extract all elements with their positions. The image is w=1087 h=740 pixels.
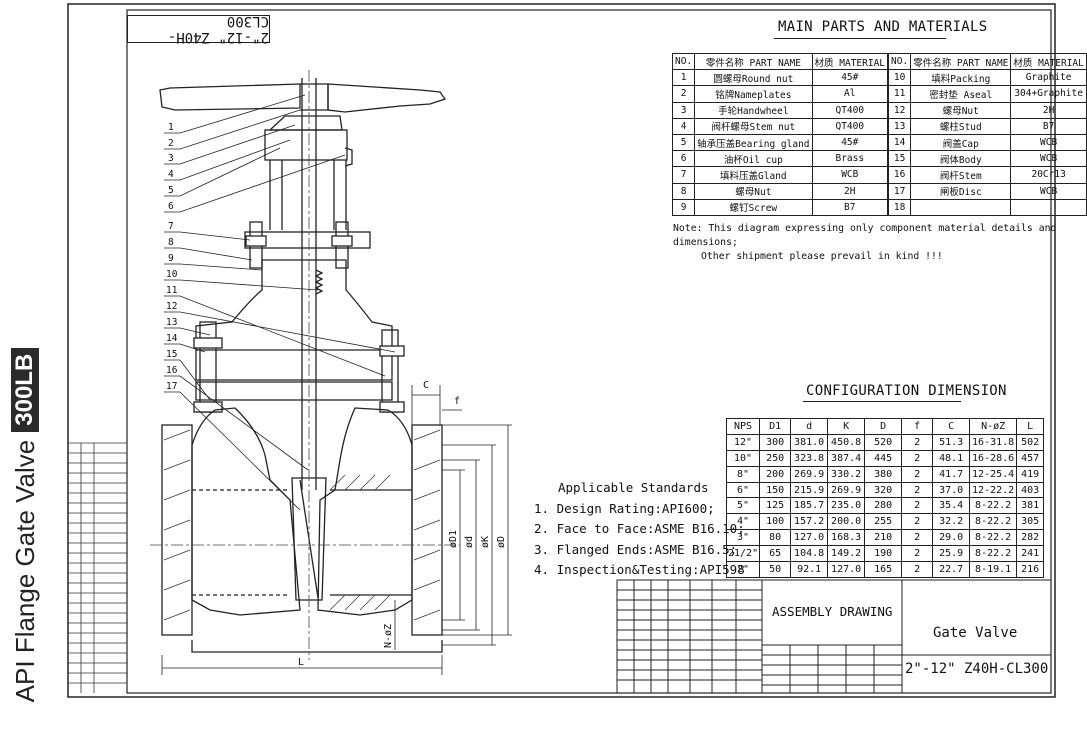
note-text: Note: This diagram expressing only compo… bbox=[673, 222, 1060, 264]
drawing-code-text: 2"-12" Z40H-CL300 bbox=[167, 13, 269, 45]
body-right bbox=[317, 407, 413, 616]
dim-nz-label: N-øZ bbox=[383, 624, 394, 648]
body-left bbox=[191, 407, 301, 616]
outer-border bbox=[67, 3, 1056, 698]
config-table-title: CONFIGURATION DIMENSION bbox=[806, 383, 1007, 399]
dim-f-label: f bbox=[454, 396, 460, 407]
callout-6: 6 bbox=[168, 201, 174, 212]
dim-d-label: ød bbox=[464, 536, 475, 548]
standard-item: 1. Design Rating:API600; bbox=[534, 500, 715, 516]
margin-grid bbox=[68, 442, 127, 693]
handwheel-right bbox=[327, 83, 447, 113]
callout-16: 16 bbox=[166, 365, 178, 376]
dim-d1-label: øD1 bbox=[448, 530, 459, 548]
stem-nut-housing bbox=[268, 115, 343, 131]
callout-14: 14 bbox=[166, 333, 178, 344]
callout-2: 2 bbox=[168, 138, 174, 149]
dimension-lines bbox=[161, 385, 512, 675]
valve-assembly bbox=[159, 78, 447, 653]
callout-17: 17 bbox=[166, 381, 177, 392]
callout-13: 13 bbox=[166, 317, 177, 328]
callout-7: 7 bbox=[168, 221, 174, 232]
callout-9: 9 bbox=[168, 253, 174, 264]
parts-header-row: NO. 零件名称 PART NAME 材质 MATERIAL NO. 零件名称 … bbox=[671, 52, 1087, 71]
parts-title-underline bbox=[774, 38, 946, 39]
hdr-part-name: 零件名称 PART NAME bbox=[694, 52, 813, 71]
drawing-code-box: 2"-12" Z40H-CL300 bbox=[127, 13, 270, 45]
drawing-type-label: ASSEMBLY DRAWING bbox=[772, 604, 893, 619]
callout-numbers: 1 2 3 4 5 6 7 8 9 10 11 12 13 14 15 16 1… bbox=[166, 122, 178, 392]
callout-3: 3 bbox=[168, 153, 174, 164]
hdr-no: NO. bbox=[671, 52, 696, 71]
right-flange bbox=[411, 424, 443, 636]
parts-table-title: MAIN PARTS AND MATERIALS bbox=[778, 19, 988, 35]
note-line-1: Note: This diagram expressing only compo… bbox=[673, 223, 1057, 248]
gate-valve-drawing-sheet: 1 2 3 4 5 6 7 8 9 10 11 12 13 14 15 16 1… bbox=[67, 3, 1056, 698]
disc bbox=[291, 477, 327, 601]
hdr-material: 材质 MATERIAL bbox=[811, 52, 889, 71]
callout-11: 11 bbox=[166, 285, 178, 296]
standard-item: 4. Inspection&Testing:API598 bbox=[534, 562, 745, 577]
applicable-standards: Applicable Standards 1. Design Rating:AP… bbox=[534, 478, 745, 581]
oil-cup bbox=[344, 147, 353, 167]
bonnet bbox=[195, 259, 393, 381]
inner-border bbox=[126, 9, 1052, 694]
section-hatching bbox=[163, 429, 441, 621]
callout-12: 12 bbox=[166, 301, 177, 312]
callout-8: 8 bbox=[168, 237, 174, 248]
side-title-badge: 300LB bbox=[11, 347, 39, 432]
gland bbox=[244, 231, 371, 249]
packing bbox=[314, 269, 324, 295]
dim-c-label: C bbox=[423, 380, 429, 391]
dim-k-label: øK bbox=[480, 536, 491, 548]
dim-l-label: L bbox=[298, 657, 304, 668]
callout-4: 4 bbox=[168, 169, 174, 180]
side-title-main: API Flange Gate Valve bbox=[9, 439, 40, 703]
model-label: 2"-12" Z40H-CL300 bbox=[905, 661, 1049, 677]
hdr-no-2: NO. bbox=[888, 52, 912, 71]
callout-10: 10 bbox=[166, 269, 178, 280]
config-title-underline bbox=[803, 401, 961, 402]
note-line-2: Other shipment please prevail in kind !!… bbox=[701, 251, 943, 262]
standard-item: 2. Face to Face:ASME B16.10; bbox=[534, 521, 745, 536]
title-block bbox=[616, 579, 1052, 694]
dimension-labels: C f øD1 ød øK øD N-øZ L bbox=[298, 380, 507, 668]
standard-item: 3. Flanged Ends:ASME B16.5; bbox=[534, 541, 738, 557]
standards-title: Applicable Standards bbox=[558, 480, 709, 495]
hdr-part-name-2: 零件名称 PART NAME bbox=[910, 52, 1012, 71]
callout-5: 5 bbox=[168, 185, 174, 196]
side-title: API Flange Gate Valve 300LB bbox=[3, 310, 47, 740]
callout-1: 1 bbox=[168, 122, 174, 133]
bearing-gland bbox=[264, 129, 348, 161]
config-header-row: NPS D1 d K D f C N-øZ L bbox=[725, 418, 1045, 435]
left-flange bbox=[161, 424, 193, 636]
parts-table: NO. 零件名称 PART NAME 材质 MATERIAL NO. 零件名称 … bbox=[671, 52, 1087, 216]
callout-15: 15 bbox=[166, 349, 177, 360]
dim-bigd-label: øD bbox=[496, 536, 507, 548]
callout-leaders bbox=[164, 94, 396, 511]
product-name-label: Gate Valve bbox=[933, 625, 1018, 641]
hdr-material-2: 材质 MATERIAL bbox=[1010, 52, 1087, 71]
handwheel-left bbox=[159, 83, 301, 111]
